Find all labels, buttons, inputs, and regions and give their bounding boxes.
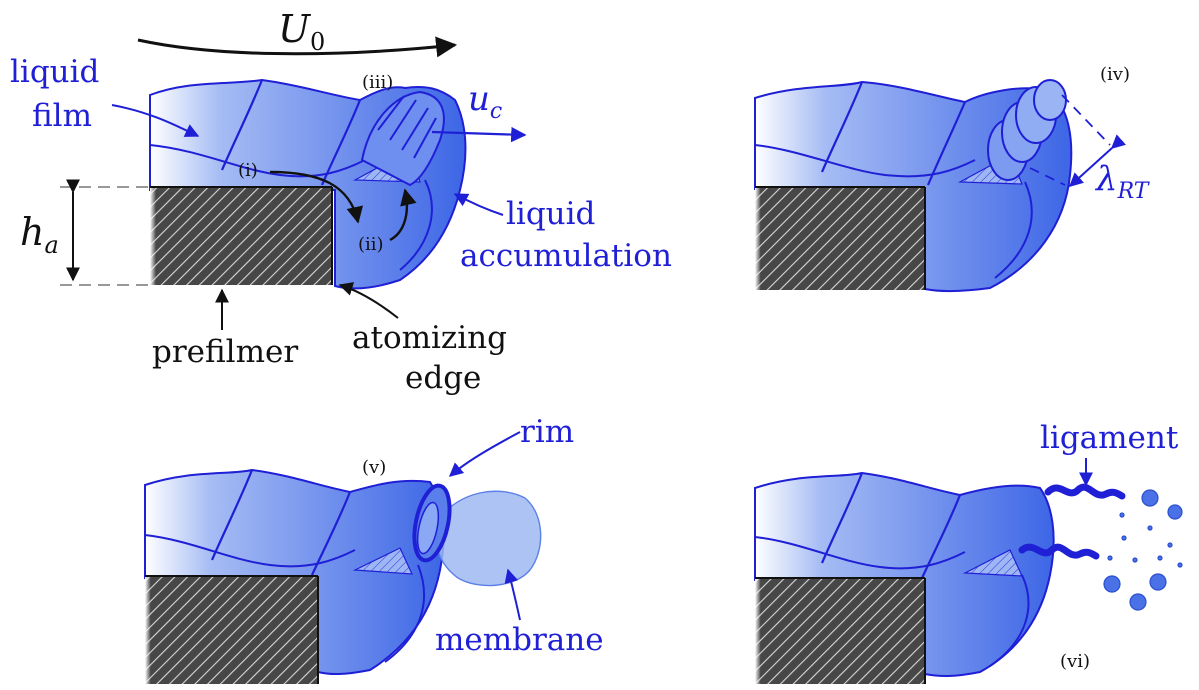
stage-v-label: (v): [362, 457, 386, 478]
flow-symbol: U0: [278, 7, 325, 56]
panel-a: U0 ha (iii) (i) (ii) uc liquid film: [10, 7, 672, 396]
wavelength-arrow: [1068, 134, 1127, 187]
stage-iv-label: (iv): [1100, 64, 1130, 85]
stage-iii-label: (iii): [362, 72, 393, 93]
stage-ii-label: (ii): [358, 234, 384, 255]
prefilmer-label: prefilmer: [152, 334, 298, 370]
stage-vi-label: (vi): [1060, 651, 1090, 672]
ligament-lower: [1018, 543, 1100, 560]
wavelength-symbol: λRT: [1094, 159, 1151, 204]
velocity-symbol: uc: [468, 79, 502, 124]
atomizing-edge-label-line2: edge: [405, 360, 481, 396]
stage-i-label: (i): [238, 160, 258, 181]
membrane-shape: [435, 490, 542, 587]
panel-b: λRT (iv): [754, 64, 1151, 293]
membrane-label: membrane: [435, 622, 604, 658]
ligament-label: ligament: [1040, 420, 1179, 456]
height-symbol: ha: [20, 210, 59, 259]
ligament-upper: [1044, 483, 1126, 500]
panel-d: (vi) ligament: [754, 420, 1183, 684]
liquid-film-label-line2: film: [32, 98, 92, 134]
panel-c: (v) rim membrane: [144, 414, 604, 684]
flow-arrow: [137, 36, 458, 58]
accumulation-label-line2: accumulation: [460, 238, 672, 274]
velocity-arrow: [431, 126, 527, 143]
droplets: [1103, 489, 1183, 611]
rim-label: rim: [520, 414, 574, 450]
accumulation-label-line1: liquid: [506, 196, 595, 232]
liquid-film-label-line1: liquid: [10, 54, 99, 90]
atomizing-edge-label-line1: atomizing: [352, 320, 507, 356]
